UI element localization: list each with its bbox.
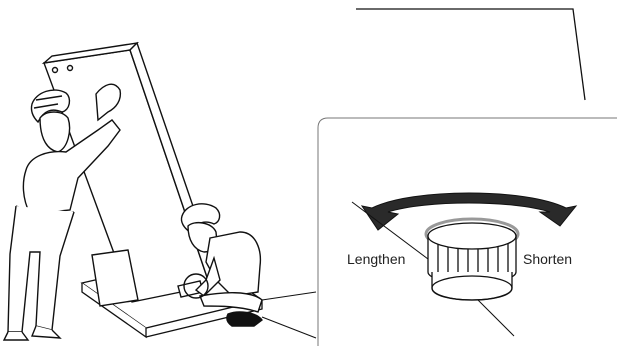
zoom-panel [317, 117, 617, 346]
leveling-knob [424, 217, 520, 301]
zoom-leader [261, 291, 317, 339]
crouching-person [180, 203, 263, 327]
knob-axis-line [351, 201, 515, 337]
standing-person [2, 83, 122, 341]
lengthen-label: Lengthen [347, 251, 405, 267]
shorten-label: Shorten [523, 251, 572, 267]
callout-leader [356, 8, 586, 101]
rotation-arrow-icon [360, 192, 578, 231]
